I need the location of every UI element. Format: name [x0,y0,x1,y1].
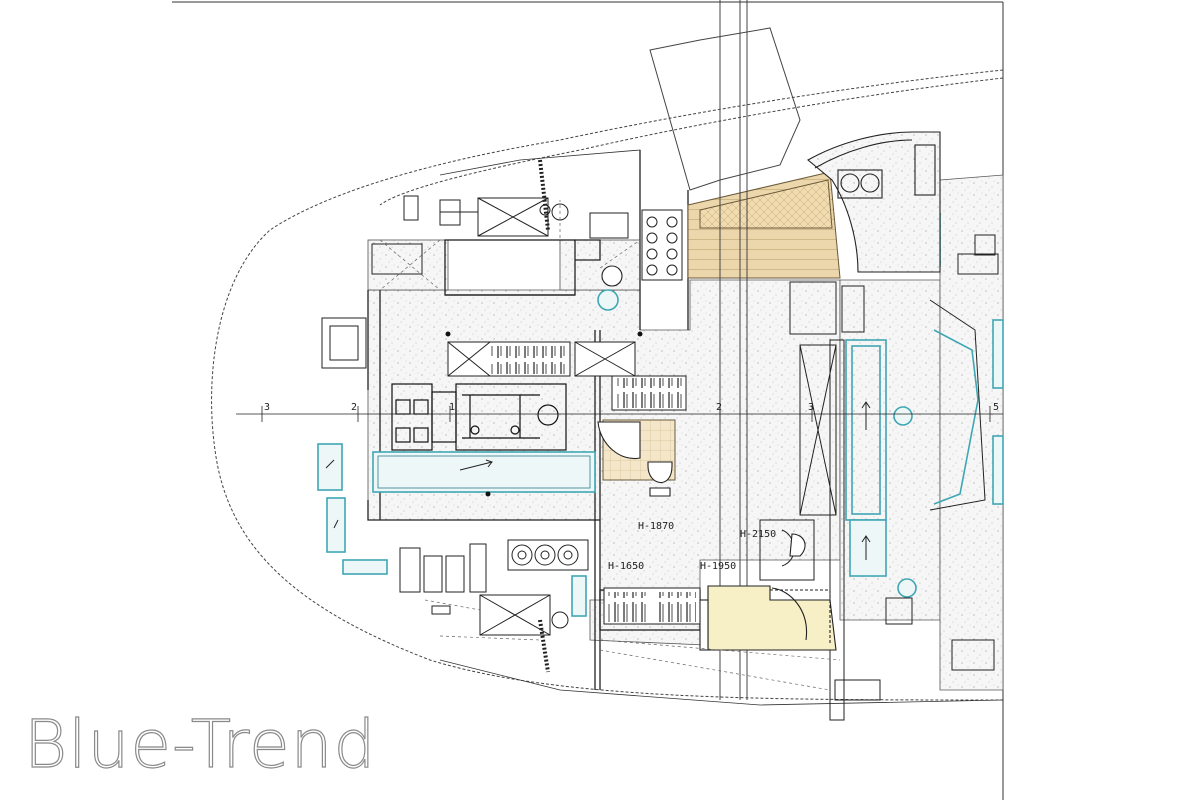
lower-pumps [399,543,487,593]
height-mark: H-2150 [740,529,776,540]
height-mark: H-1650 [608,561,644,572]
filter-row [507,539,589,571]
height-marks: H-1870 H-2150 H-1650 H-1950 [608,521,776,572]
height-mark: H-1950 [700,561,736,572]
grid-label: 2 [716,402,722,413]
centerline [236,406,1003,422]
deckhouse-outline [649,0,801,700]
dimension-dots [445,331,643,497]
grid-label: 2 [351,402,357,413]
grid-label: 3 [264,402,270,413]
height-mark: H-1870 [638,521,674,532]
helm-station [807,131,941,273]
grid-label: 1 [449,402,455,413]
grid-label: 3 [808,402,814,413]
upper-machinery [321,195,629,369]
grid-label: 5 [993,402,999,413]
construction-lines [379,200,841,691]
grid-labels: 3 2 1 2 3 5 [264,402,999,413]
main-engines [391,383,567,451]
heads-fixtures [597,265,806,557]
round-tank-grid [641,209,683,281]
cabin-berth [699,585,837,651]
brand-watermark: Blue-Trend [23,706,377,783]
hull-outline [211,69,1004,701]
chain-locker-bottom [431,594,569,673]
hanging-lockers [447,341,701,625]
chain-locker-top [538,159,550,231]
